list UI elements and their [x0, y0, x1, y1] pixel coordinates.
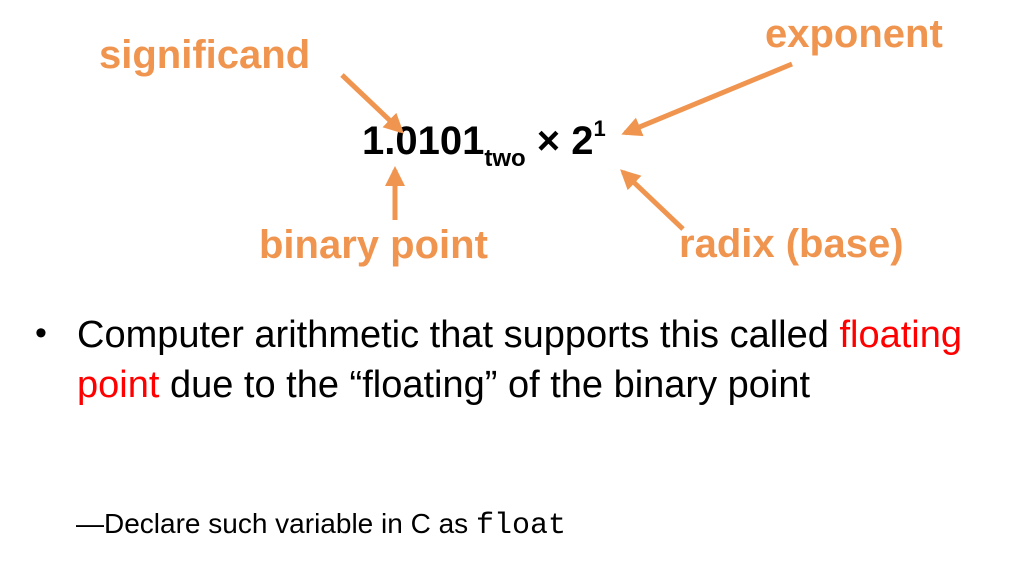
bullet-text-before: Computer arithmetic that supports this c…: [77, 314, 840, 356]
formula: 1.0101two × 21: [362, 118, 606, 171]
significand-label: significand: [99, 33, 311, 77]
bullet-text-after: due to the “floating” of the binary poin…: [159, 364, 811, 406]
sub-bullet-text: Declare such variable in C as: [104, 508, 476, 539]
bullet-item: • Computer arithmetic that supports this…: [35, 310, 1025, 410]
floating-point-highlight: floating point: [77, 314, 962, 406]
formula-subscript: two: [484, 145, 526, 172]
exponent-label: exponent: [765, 12, 943, 56]
radix-arrow: [620, 169, 685, 231]
formula-superscript: 1: [593, 116, 606, 141]
bullet-dot-icon: •: [35, 314, 47, 352]
sub-bullet-dash: —: [76, 508, 104, 539]
significand-arrow: [340, 73, 404, 134]
sub-bullet-item: —Declare such variable in C as float: [76, 506, 566, 544]
formula-mantissa: 1.0101: [362, 119, 485, 163]
bullet-text: Computer arithmetic that supports this c…: [77, 310, 1025, 410]
exponent-arrow: [621, 61, 793, 137]
binary-point-label: binary point: [259, 223, 488, 267]
formula-times: × 2: [525, 119, 594, 163]
float-keyword: float: [475, 509, 566, 543]
radix-label: radix (base): [679, 222, 904, 266]
